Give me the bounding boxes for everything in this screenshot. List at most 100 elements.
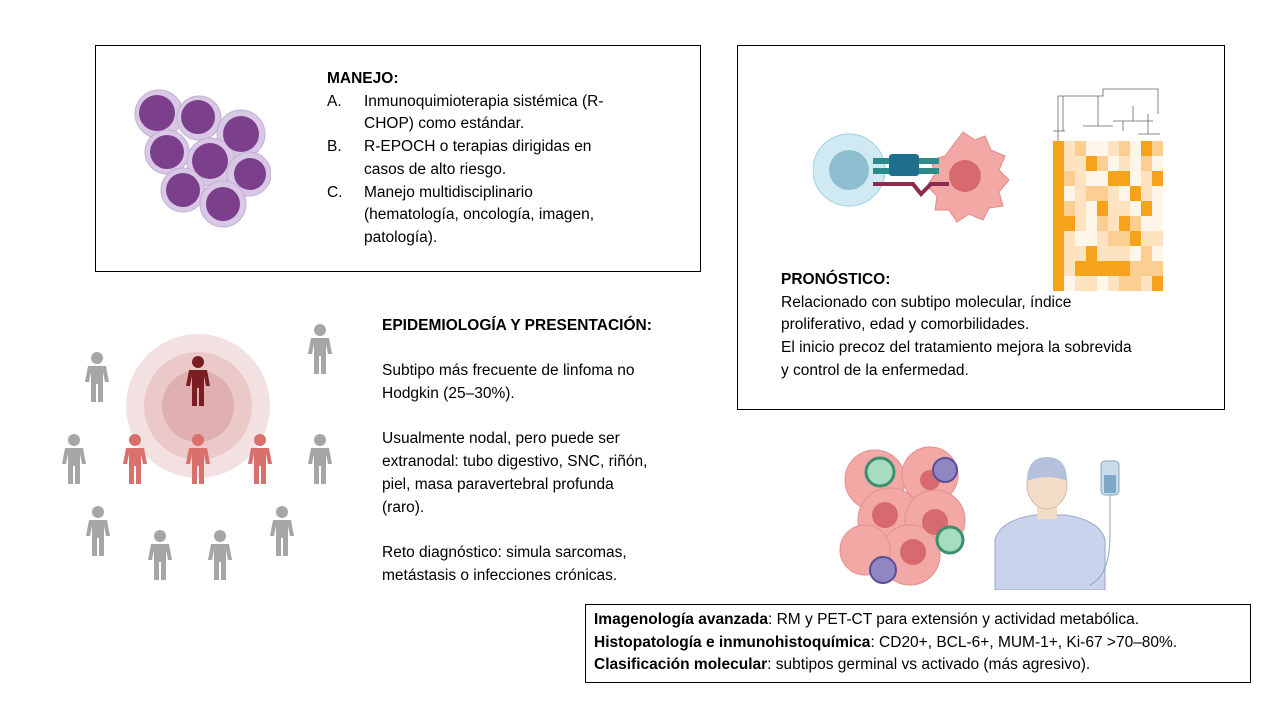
heatmap-cell [1108, 231, 1119, 246]
heatmap-cell [1086, 276, 1097, 291]
heatmap-cell [1130, 141, 1141, 156]
heatmap-cell [1097, 246, 1108, 261]
heatmap-cell [1097, 231, 1108, 246]
heatmap-cell [1152, 261, 1163, 276]
heatmap-cell [1152, 171, 1163, 186]
heatmap-cell [1097, 141, 1108, 156]
heatmap-cell [1075, 156, 1086, 171]
heatmap-cell [1130, 186, 1141, 201]
epidemiologia-title: EPIDEMIOLOGÍA Y PRESENTACIÓN: [382, 317, 652, 334]
heatmap-cell [1152, 141, 1163, 156]
heatmap-cell [1053, 246, 1064, 261]
heatmap-cell [1130, 201, 1141, 216]
heatmap-cell [1053, 156, 1064, 171]
heatmap-cell [1108, 246, 1119, 261]
dendrogram [1053, 88, 1160, 141]
heatmap-cell [1141, 186, 1152, 201]
heatmap-cell [1130, 156, 1141, 171]
heatmap-cell [1108, 261, 1119, 276]
heatmap-cell [1086, 201, 1097, 216]
heatmap-cell [1141, 231, 1152, 246]
epidemiologia-section: EPIDEMIOLOGÍA Y PRESENTACIÓN: Subtipo má… [382, 315, 652, 587]
heatmap-cell [1152, 201, 1163, 216]
heatmap-cell [1075, 171, 1086, 186]
heatmap-cell [1141, 276, 1152, 291]
heatmap-cell [1119, 186, 1130, 201]
heatmap-cell [1086, 261, 1097, 276]
heatmap-cell [1152, 246, 1163, 261]
diagnostico-line: Histopatología e inmunohistoquímica: CD2… [594, 633, 1178, 651]
heatmap-cell [1097, 261, 1108, 276]
heatmap-cell [1064, 231, 1075, 246]
manejo-title: MANEJO: [327, 70, 399, 87]
heatmap-cell [1152, 186, 1163, 201]
heatmap-cell [1086, 216, 1097, 231]
pronostico-line: El inicio precoz del tratamiento mejora … [781, 339, 1132, 357]
heatmap-cell [1141, 201, 1152, 216]
pronostico-line: Relacionado con subtipo molecular, índic… [781, 293, 1072, 311]
heatmap-cell [1141, 246, 1152, 261]
heatmap-cell [1097, 171, 1108, 186]
population-spread-illustration [62, 324, 332, 580]
heatmap-cell [1053, 276, 1064, 291]
immune-cell-interaction-illustration [813, 131, 1010, 223]
heatmap-cell [1086, 156, 1097, 171]
epidemiologia-p3: Reto diagnóstico: simula sarcomas,metást… [382, 543, 627, 584]
heatmap-cell [1075, 186, 1086, 201]
heatmap-cell [1130, 246, 1141, 261]
heatmap-cell [1119, 276, 1130, 291]
manejo-item-a: A.Inmunoquimioterapia sistémica (R-CHOP)… [327, 92, 604, 133]
tumor-microenvironment-illustration [839, 446, 966, 586]
heatmap-cell [1097, 216, 1108, 231]
heatmap-cell [1152, 156, 1163, 171]
heatmap-cell [1053, 216, 1064, 231]
heatmap-cell [1152, 216, 1163, 231]
heatmap-dendrogram-illustration [1053, 88, 1163, 291]
heatmap-cell [1141, 261, 1152, 276]
heatmap-cell [1141, 171, 1152, 186]
heatmap-cell [1064, 276, 1075, 291]
lymphoma-cells-illustration [134, 89, 271, 228]
heatmap-cell [1130, 231, 1141, 246]
heatmap-cell [1053, 231, 1064, 246]
heatmap-cell [1086, 186, 1097, 201]
heatmap-cell [1097, 156, 1108, 171]
heatmap-cell [1064, 186, 1075, 201]
heatmap-cell [1130, 261, 1141, 276]
manejo-item-c: C.Manejo multidisciplinario(hematología,… [327, 183, 595, 246]
heatmap-cell [1108, 216, 1119, 231]
heatmap-cell [1075, 276, 1086, 291]
heatmap-cell [1064, 261, 1075, 276]
heatmap-cell [1141, 156, 1152, 171]
heatmap-cell [1064, 201, 1075, 216]
heatmap-cell [1108, 156, 1119, 171]
heatmap-cell [1119, 231, 1130, 246]
heatmap-cell [1119, 201, 1130, 216]
heatmap-cell [1141, 141, 1152, 156]
diagnostico-line: Imagenología avanzada: RM y PET-CT para … [594, 611, 1140, 628]
heatmap-cell [1064, 246, 1075, 261]
heatmap-cell [1053, 171, 1064, 186]
heatmap-cell [1064, 171, 1075, 186]
heatmap-cell [1086, 231, 1097, 246]
heatmap-cell [1097, 186, 1108, 201]
heatmap-cell [1119, 156, 1130, 171]
manejo-box: MANEJO: A.Inmunoquimioterapia sistémica … [95, 45, 701, 272]
heatmap-cell [1108, 276, 1119, 291]
heatmap-cell [1119, 141, 1130, 156]
heatmap-cell [1097, 276, 1108, 291]
heatmap-cell [1119, 216, 1130, 231]
heatmap-cell [1130, 276, 1141, 291]
heatmap-cell [1130, 171, 1141, 186]
heatmap-cell [1152, 231, 1163, 246]
heatmap-cell [1141, 216, 1152, 231]
heatmap-cell [1086, 246, 1097, 261]
heatmap-cell [1108, 201, 1119, 216]
heatmap-cell [1108, 171, 1119, 186]
heatmap-cell [1119, 261, 1130, 276]
heatmap-cell [1075, 261, 1086, 276]
pronostico-line: proliferativo, edad y comorbilidades. [781, 316, 1030, 334]
heatmap-cell [1152, 276, 1163, 291]
